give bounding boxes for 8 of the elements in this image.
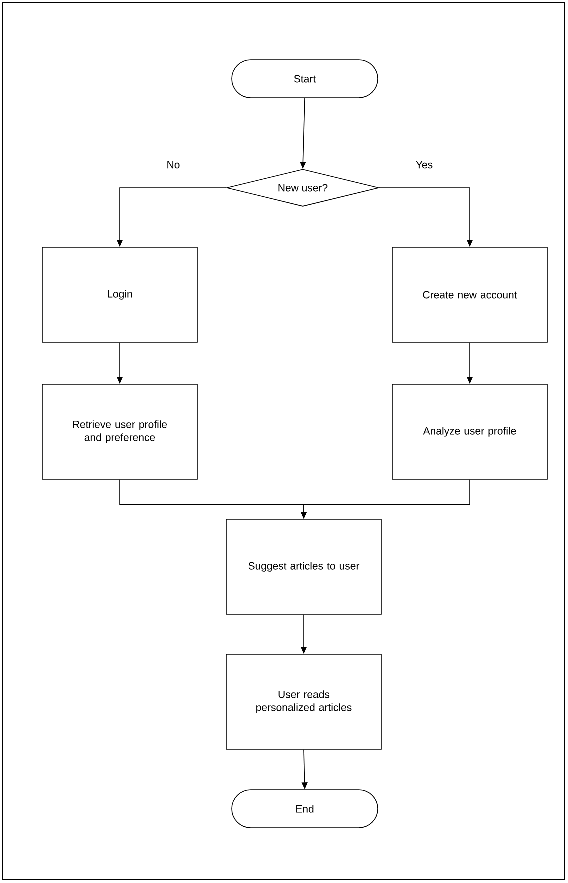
edge-label: No — [168, 161, 180, 169]
process-box: Analyze user profile — [392, 384, 548, 480]
process-box: Login — [42, 247, 198, 343]
process-box: Create new account — [392, 247, 548, 343]
process-box: Suggest articles to user — [226, 519, 382, 615]
process-box: User reads personalized articles — [226, 654, 382, 750]
process-box: Retrieve user profile and preference — [42, 384, 198, 480]
edge-label: Yes — [416, 161, 433, 169]
